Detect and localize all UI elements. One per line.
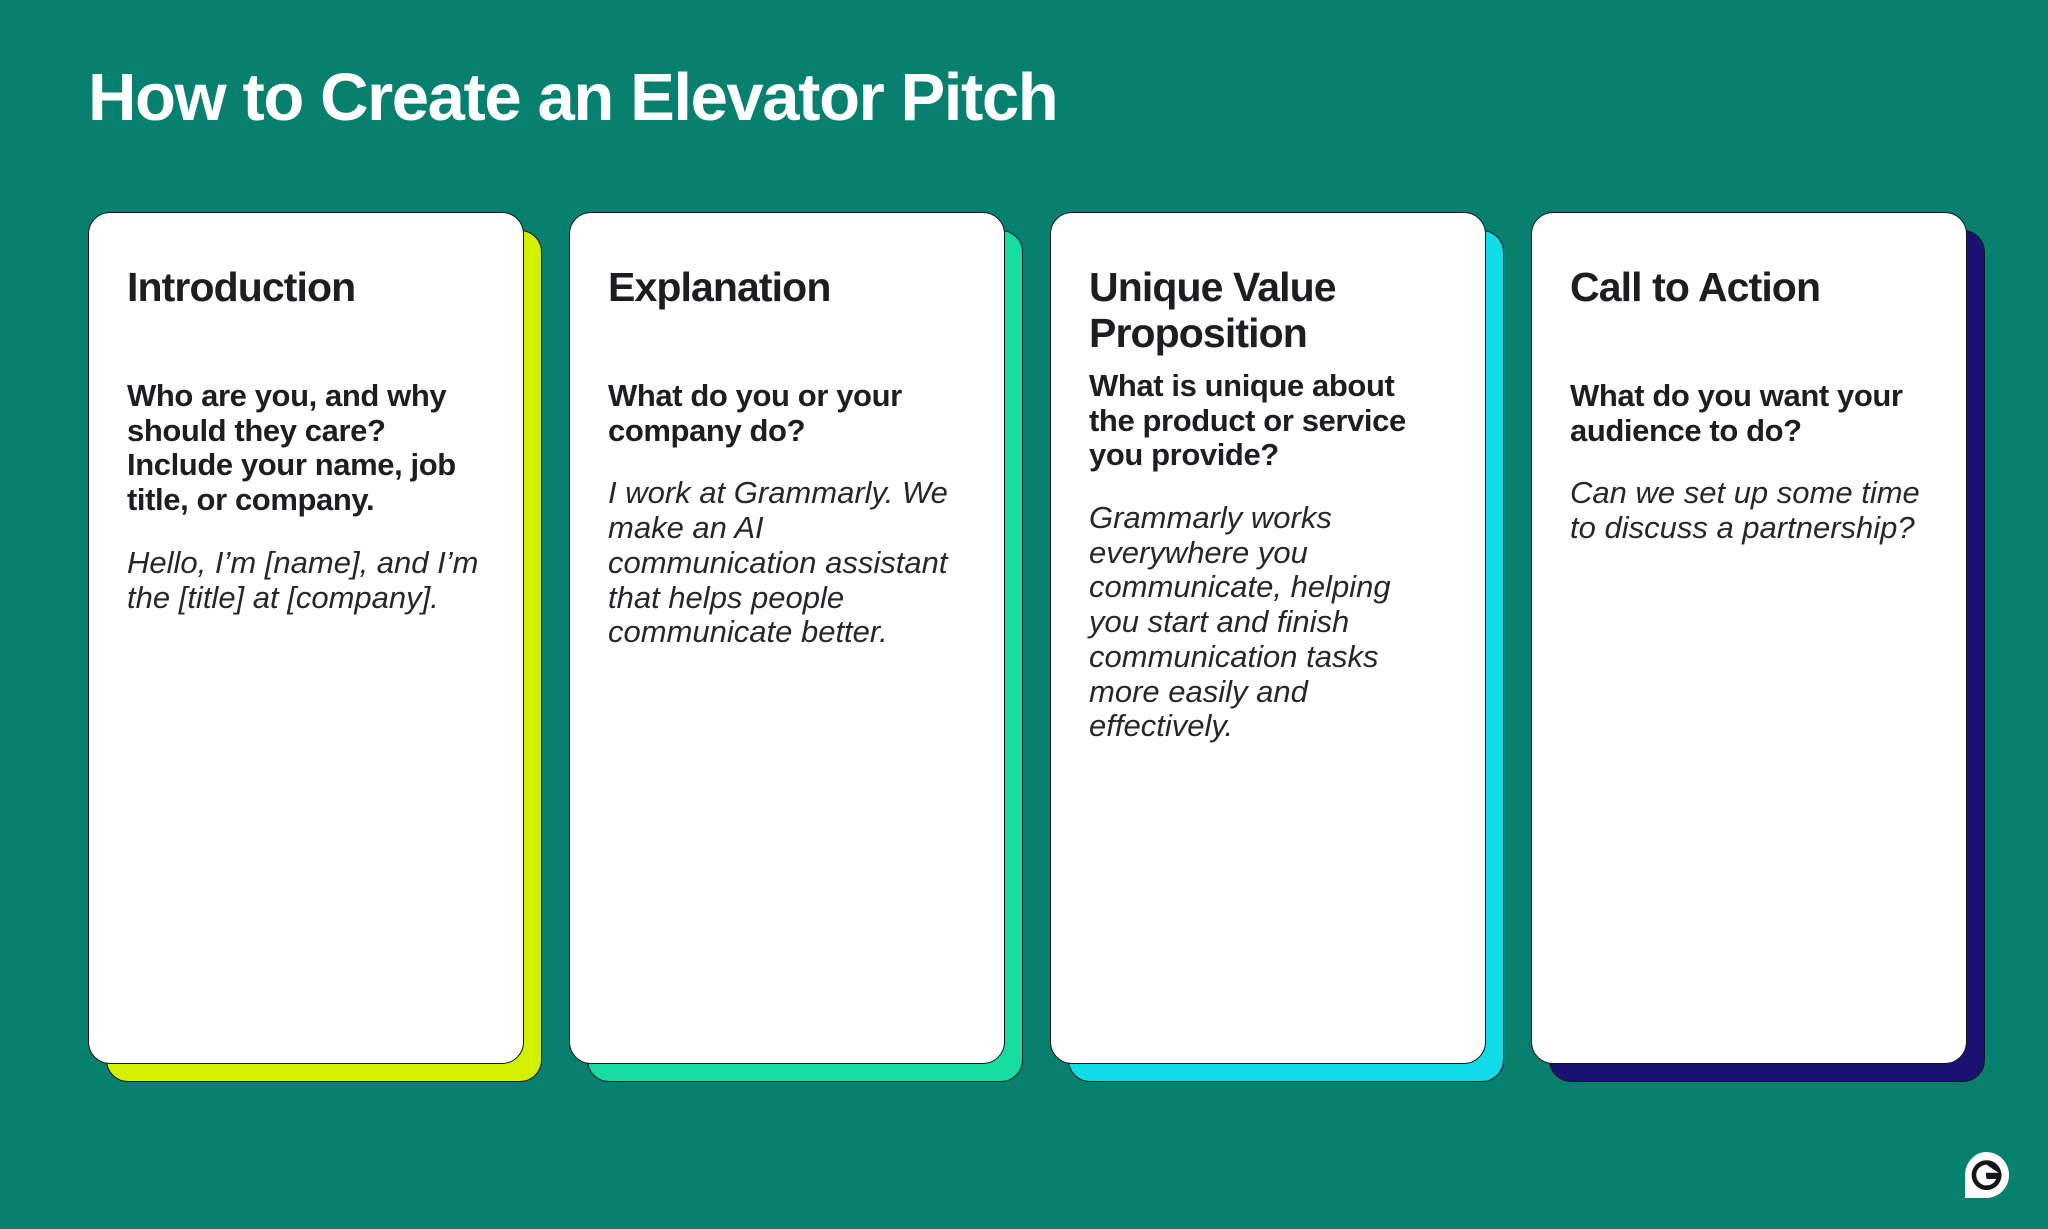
card-example: I work at Grammarly. We make an AI commu… — [608, 475, 948, 650]
card-panel-unique-value-proposition: Unique Value Proposition What is unique … — [1050, 212, 1486, 1064]
card-introduction[interactable]: Introduction Who are you, and why should… — [88, 212, 542, 1082]
card-question: What do you or your company do? — [608, 377, 902, 448]
card-panel-explanation: Explanation What do you or your company … — [569, 212, 1005, 1064]
card-panel-introduction: Introduction Who are you, and why should… — [88, 212, 524, 1064]
card-example: Hello, I’m [name], and I’m the [title] a… — [127, 544, 479, 615]
card-title: Introduction — [127, 264, 356, 310]
card-title: Unique Value Proposition — [1089, 264, 1337, 356]
card-explanation[interactable]: Explanation What do you or your company … — [569, 212, 1023, 1082]
page-title: How to Create an Elevator Pitch — [88, 60, 1059, 135]
card-call-to-action[interactable]: Call to Action What do you want your aud… — [1531, 212, 1985, 1082]
card-panel-call-to-action: Call to Action What do you want your aud… — [1531, 212, 1967, 1064]
card-unique-value-proposition[interactable]: Unique Value Proposition What is unique … — [1050, 212, 1504, 1082]
card-title: Explanation — [608, 264, 831, 310]
card-question: Who are you, and why should they care? I… — [127, 377, 456, 518]
card-example: Can we set up some time to discuss a par… — [1570, 475, 1920, 546]
card-question: What is unique about the product or serv… — [1089, 367, 1406, 473]
card-deck: Introduction Who are you, and why should… — [88, 212, 1985, 1082]
card-title: Call to Action — [1570, 264, 1821, 310]
card-example: Grammarly works everywhere you communica… — [1089, 499, 1391, 744]
card-question: What do you want your audience to do? — [1570, 377, 1903, 448]
grammarly-logo — [1960, 1149, 2012, 1201]
